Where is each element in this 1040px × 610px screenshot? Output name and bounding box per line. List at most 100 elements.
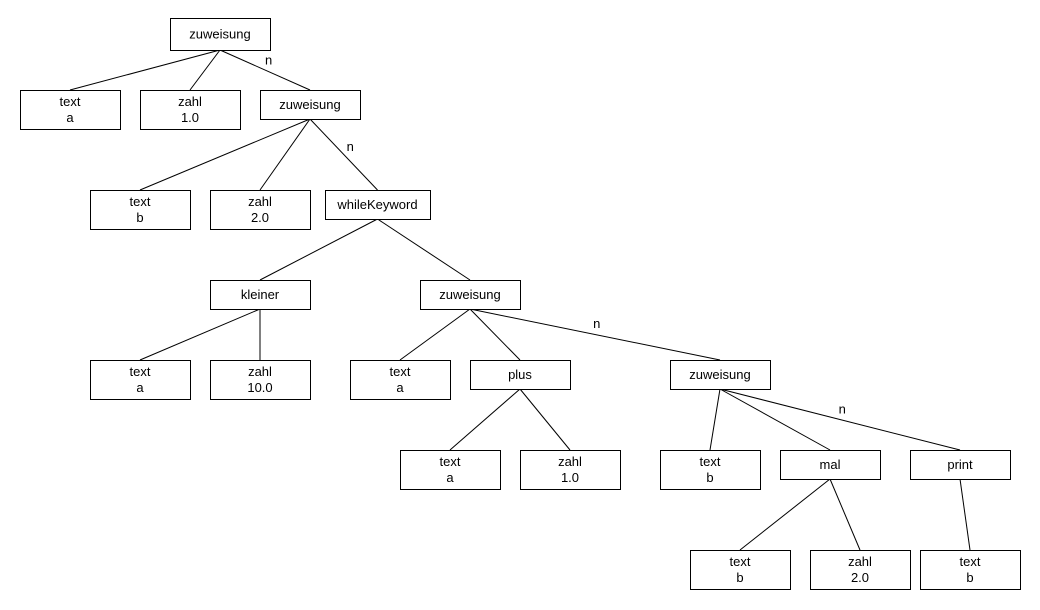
node-box	[325, 190, 431, 220]
node-box	[90, 190, 191, 230]
node-type-label: text	[440, 454, 461, 469]
node-value-label: a	[136, 380, 144, 395]
node-box	[810, 550, 911, 590]
edge-n18-n21	[829, 478, 861, 551]
edge-label: n	[839, 401, 846, 416]
tree-node: zuweisung	[260, 90, 361, 120]
tree-node: kleiner	[210, 280, 311, 310]
nodes-layer: zuweisungtextazahl1.0zuweisungtextbzahl2…	[20, 18, 1021, 590]
node-box	[690, 550, 791, 590]
edge-n14-n19	[719, 388, 961, 451]
edge-n18-n20	[739, 478, 831, 551]
node-value-label: 2.0	[851, 570, 869, 585]
node-type-label: text	[60, 94, 81, 109]
edge-n9-n12	[399, 308, 471, 361]
edge-label: n	[265, 52, 272, 67]
node-value-label: 1.0	[561, 470, 579, 485]
edge-n9-n13	[469, 308, 521, 361]
node-type-label: zuweisung	[279, 97, 340, 112]
edge-label: n	[347, 139, 354, 154]
node-type-label: print	[947, 457, 973, 472]
node-box	[920, 550, 1021, 590]
tree-node: plus	[470, 360, 571, 390]
node-box	[910, 450, 1011, 480]
node-box	[210, 190, 311, 230]
node-value-label: b	[966, 570, 973, 585]
node-value-label: a	[396, 380, 404, 395]
node-box	[470, 360, 571, 390]
node-type-label: zahl	[178, 94, 202, 109]
edge-n7-n8	[259, 218, 378, 281]
edge-n14-n17	[709, 388, 721, 451]
node-value-label: 2.0	[251, 210, 269, 225]
node-box	[210, 280, 311, 310]
node-type-label: zuweisung	[689, 367, 750, 382]
tree-node: whileKeyword	[325, 190, 431, 220]
node-type-label: zuweisung	[189, 27, 250, 42]
node-value-label: a	[66, 110, 74, 125]
edge-n1-n3	[189, 49, 221, 91]
node-type-label: whileKeyword	[336, 197, 417, 212]
node-type-label: text	[700, 454, 721, 469]
node-type-label: text	[130, 194, 151, 209]
edge-n13-n15	[449, 388, 521, 451]
node-type-label: kleiner	[241, 287, 280, 302]
node-box	[260, 90, 361, 120]
node-box	[420, 280, 521, 310]
node-box	[670, 360, 771, 390]
node-value-label: b	[136, 210, 143, 225]
edge-n19-n22	[959, 478, 971, 551]
edge-n1-n4	[219, 49, 311, 91]
edge-n14-n18	[719, 388, 831, 451]
node-type-label: zuweisung	[439, 287, 500, 302]
tree-node: print	[910, 450, 1011, 480]
tree-node: zuweisung	[670, 360, 771, 390]
node-box	[210, 360, 311, 400]
node-box	[350, 360, 451, 400]
edge-n7-n9	[377, 218, 471, 281]
node-value-label: a	[446, 470, 454, 485]
edge-n4-n7	[309, 118, 378, 191]
edge-n13-n16	[519, 388, 571, 451]
node-type-label: zahl	[248, 364, 272, 379]
node-box	[170, 18, 271, 51]
edge-n4-n5	[139, 118, 311, 191]
node-type-label: plus	[508, 367, 532, 382]
node-value-label: 10.0	[247, 380, 272, 395]
node-type-label: text	[390, 364, 411, 379]
node-type-label: text	[960, 554, 981, 569]
node-box	[140, 90, 241, 130]
edge-n8-n10	[139, 308, 261, 361]
node-value-label: b	[736, 570, 743, 585]
node-box	[90, 360, 191, 400]
node-type-label: zahl	[248, 194, 272, 209]
node-value-label: b	[706, 470, 713, 485]
node-box	[660, 450, 761, 490]
edge-n1-n2	[69, 49, 221, 91]
node-box	[520, 450, 621, 490]
node-box	[780, 450, 881, 480]
node-type-label: zahl	[558, 454, 582, 469]
node-type-label: mal	[820, 457, 841, 472]
node-type-label: zahl	[848, 554, 872, 569]
node-type-label: text	[130, 364, 151, 379]
node-type-label: text	[730, 554, 751, 569]
node-box	[400, 450, 501, 490]
node-box	[20, 90, 121, 130]
edge-n4-n6	[259, 118, 311, 191]
node-value-label: 1.0	[181, 110, 199, 125]
tree-node: mal	[780, 450, 881, 480]
tree-node: zuweisung	[170, 18, 271, 51]
